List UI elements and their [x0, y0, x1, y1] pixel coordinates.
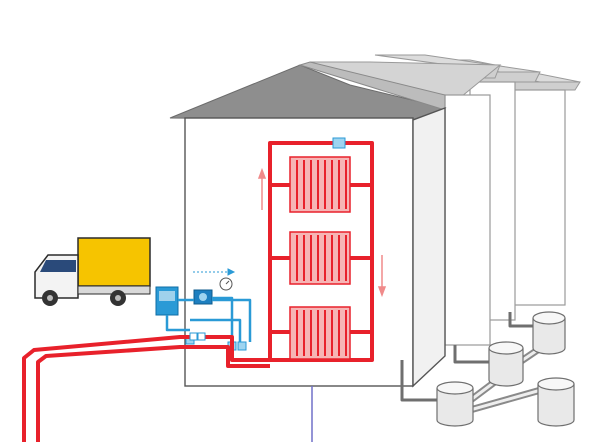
- septic-tank-icon: [537, 377, 575, 427]
- valve-icon: [189, 332, 206, 341]
- truck-cargo: [77, 237, 151, 287]
- septic-tank-icon: [532, 311, 566, 355]
- cold-pipe: [165, 296, 252, 342]
- septic-tank-icon: [488, 341, 524, 387]
- flow-arrow-icon: [257, 167, 387, 298]
- flow-arrow-icon: [193, 268, 236, 276]
- septic-tank-icon: [436, 381, 474, 427]
- house-side-wall: [412, 106, 446, 388]
- radiator-loop: [268, 141, 374, 362]
- drain-pipe: [400, 312, 535, 402]
- radiator-middle: [289, 231, 351, 285]
- valve-icon: [332, 137, 346, 149]
- pump-icon: [193, 289, 213, 305]
- gauge-icon: [219, 277, 233, 291]
- radiator-top: [289, 156, 351, 213]
- radiator-bottom: [289, 306, 351, 360]
- heat-exchanger-icon: [155, 286, 179, 316]
- truck-icon: [34, 237, 151, 306]
- hot-supply-pipe: [22, 335, 270, 442]
